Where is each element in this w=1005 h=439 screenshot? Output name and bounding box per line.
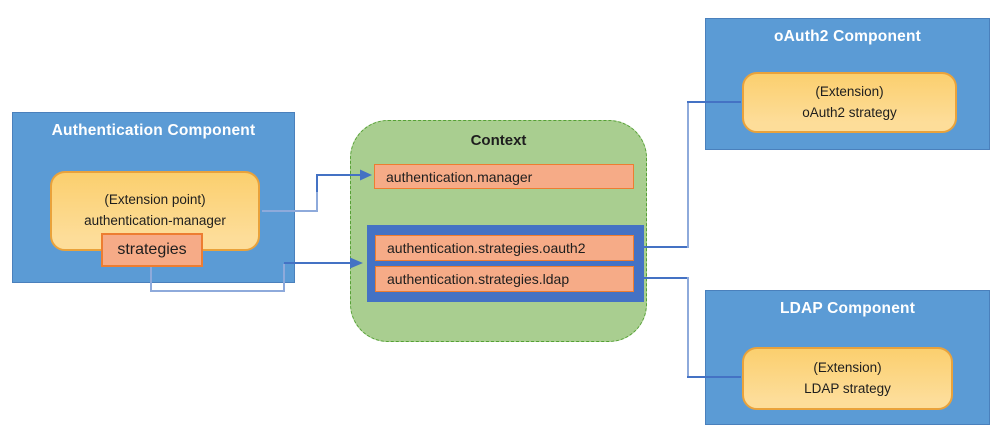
ldap-extension-line1: (Extension) [813,359,882,375]
strategies-group-box: authentication.strategies.oauth2 authent… [367,225,644,302]
auth-component-title: Authentication Component [51,122,256,139]
context-entry-strategies-ldap: authentication.strategies.ldap [375,266,634,292]
context-entry-label: authentication.strategies.ldap [387,271,570,287]
extension-point-line1: (Extension point) [104,192,206,208]
context-entry-label: authentication.manager [386,168,533,185]
oauth2-extension-line1: (Extension) [815,83,884,99]
context-entry-authentication-manager: authentication.manager [374,164,634,189]
ldap-extension-box: (Extension) LDAP strategy [742,347,953,410]
ldap-component-title: LDAP Component [779,300,916,317]
extension-point-line2: authentication-manager [84,213,226,228]
context-entry-label: authentication.strategies.oauth2 [387,240,586,256]
oauth2-extension-box: (Extension) oAuth2 strategy [742,72,957,133]
strategies-box: strategies [101,233,203,267]
oauth2-component-title: oAuth2 Component [774,28,921,45]
extension-point-box: (Extension point) authentication-manager [50,171,260,251]
oauth2-extension-line2: oAuth2 strategy [802,104,897,120]
context-box: Context authentication.manager authentic… [350,120,647,342]
context-title: Context [470,132,527,149]
strategies-label: strategies [117,241,187,258]
ldap-extension-line2: LDAP strategy [804,380,891,396]
context-entry-strategies-oauth2: authentication.strategies.oauth2 [375,235,634,261]
